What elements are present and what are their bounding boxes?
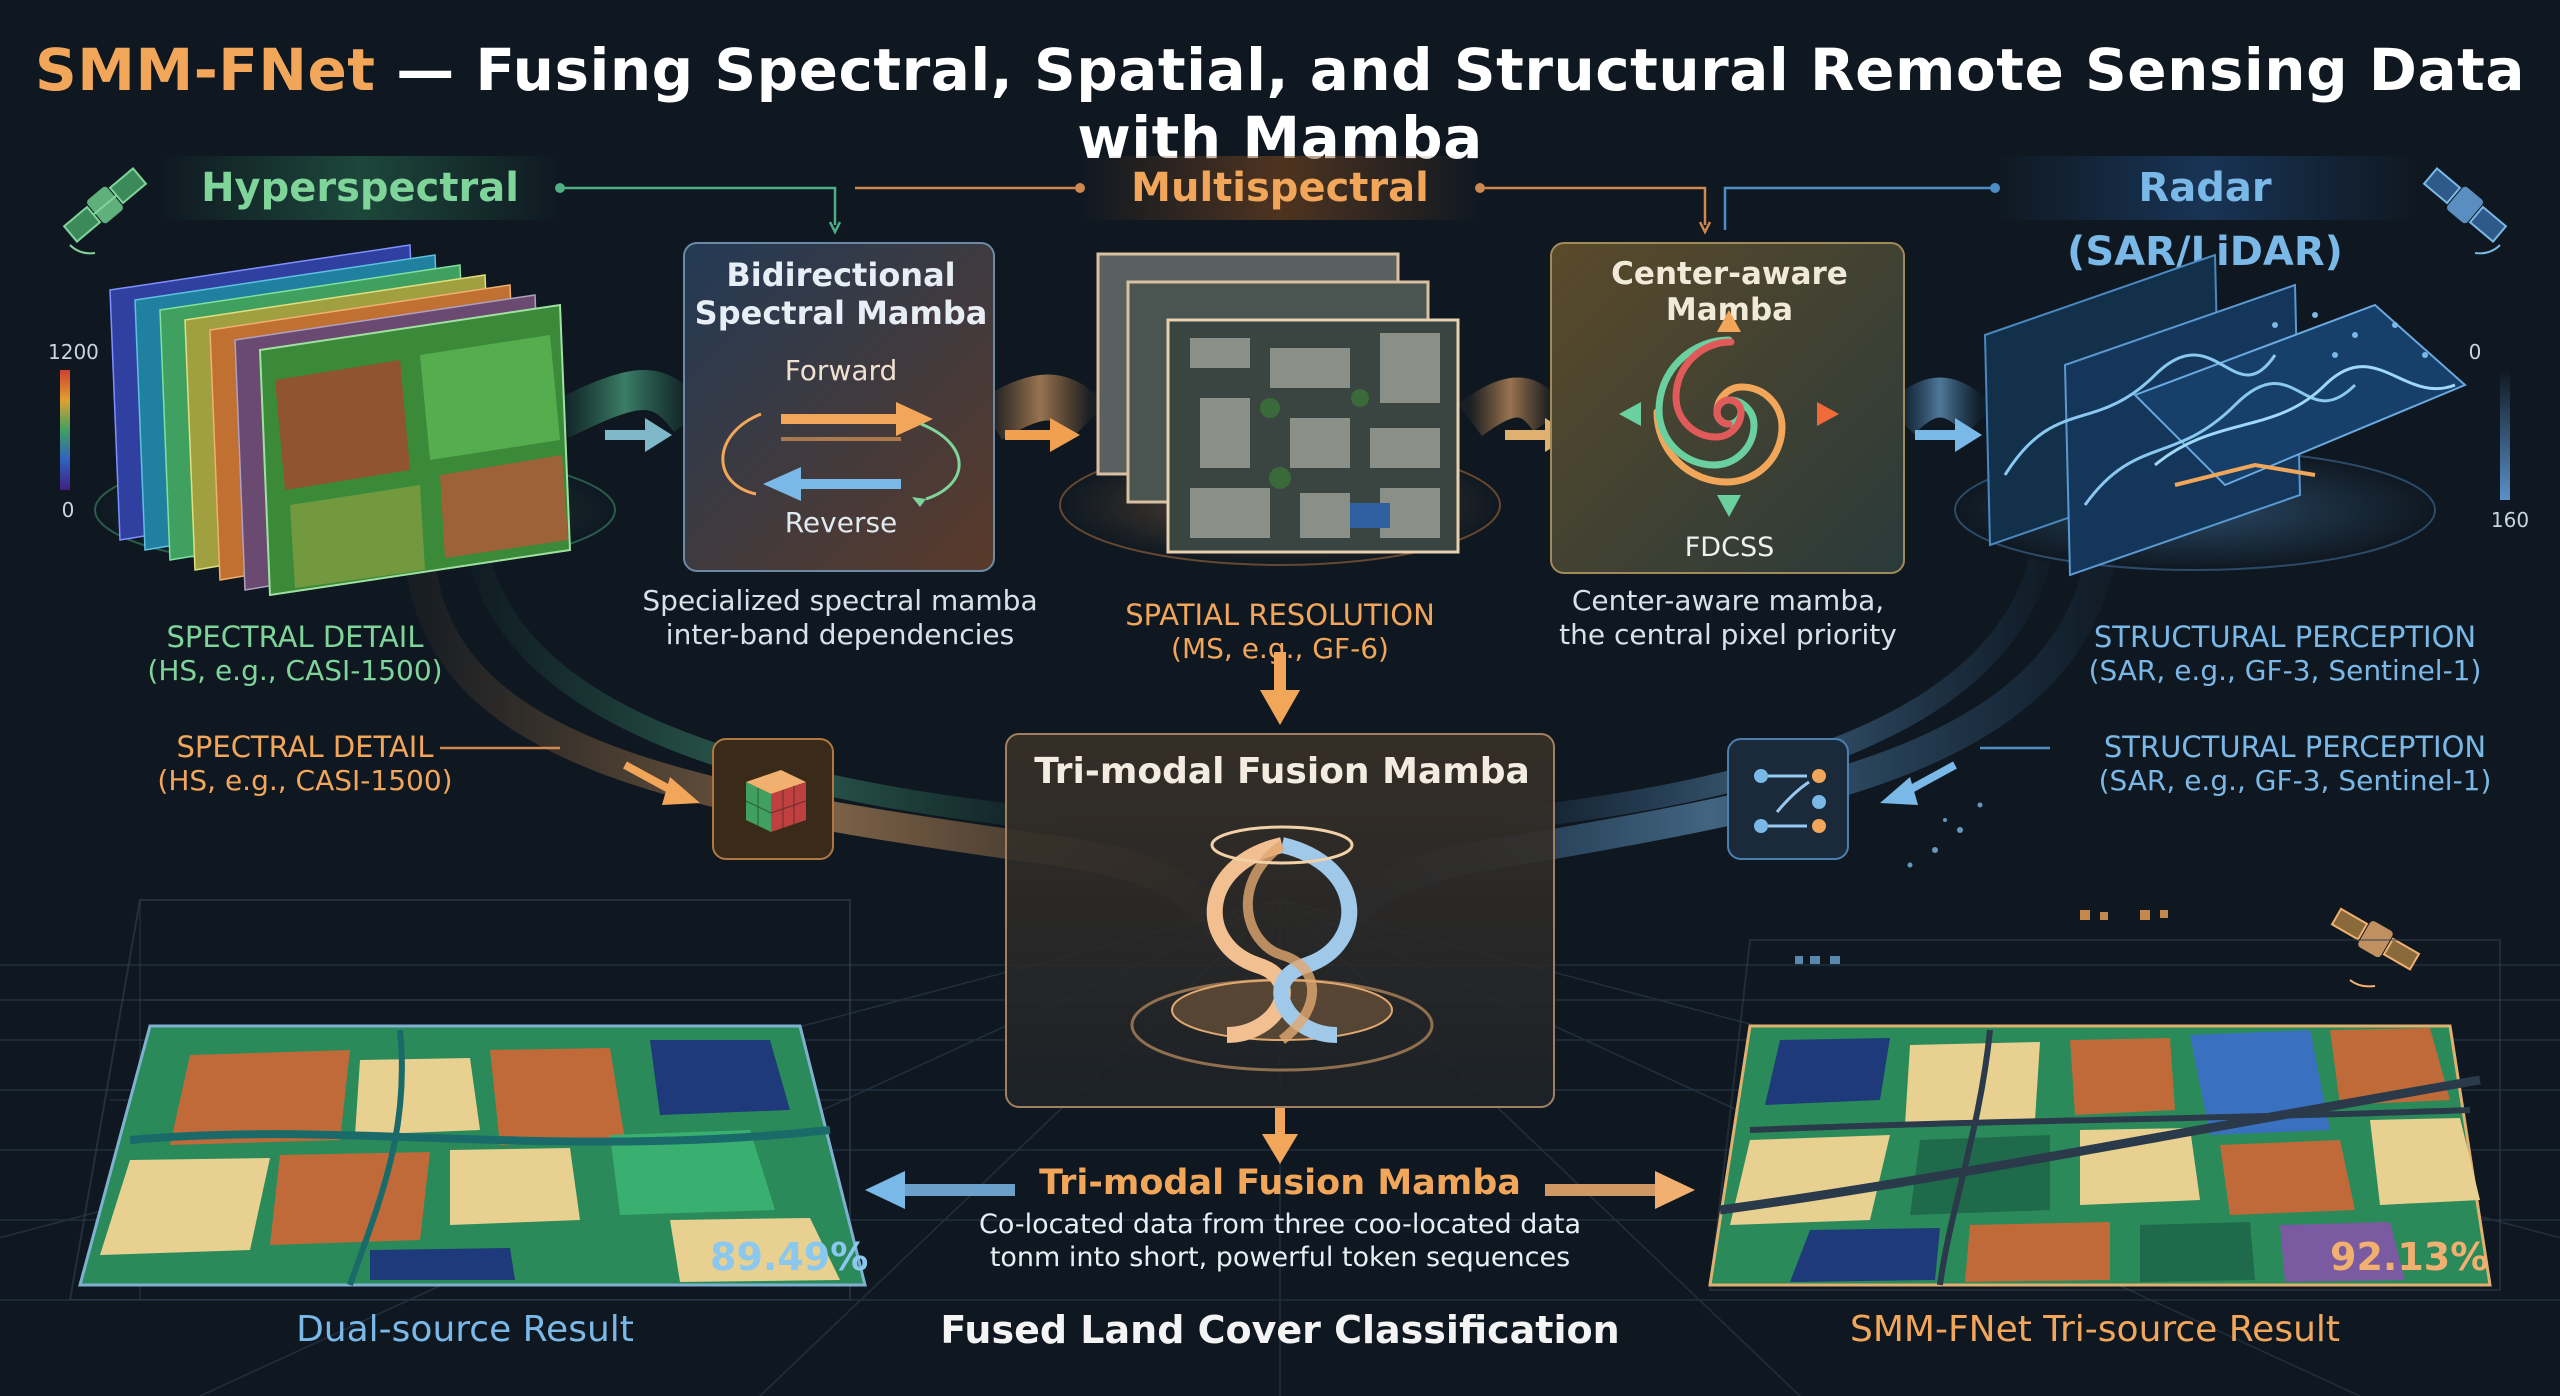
hs-colorbar-min: 0 <box>61 498 75 522</box>
fusion-block: Tri-modal Fusion Mamba <box>1005 733 1555 1108</box>
network-icon <box>1754 769 1826 833</box>
mamba-swirl-icon <box>1130 825 1434 1072</box>
cube-icon <box>745 770 807 832</box>
chip-radar: Radar (SAR/LiDAR) <box>1995 156 2415 275</box>
arrow-icon <box>623 761 700 805</box>
tri-source-accuracy: 92.13% <box>2330 1235 2489 1279</box>
hs-token-node <box>712 738 834 860</box>
radar-colorbar-bottom: 160 <box>2490 508 2530 532</box>
structural-perception-sub: (SAR, e.g., GF-3, Sentinel-1) <box>2088 654 2482 687</box>
tri-source-map <box>1708 910 2501 1291</box>
arrow-left-icon <box>865 1171 1015 1209</box>
chip-multispectral: Multispectral <box>1080 156 1480 220</box>
radar-colorbar-top: 0 <box>2468 340 2482 364</box>
bsm-card: Bidirectional Spectral Mamba Forward Rev… <box>683 242 995 572</box>
fusion-desc-line2: tonm into short, powerful token sequence… <box>989 1242 1571 1273</box>
arrow-right-icon <box>1545 1171 1695 1209</box>
radar-colorbar <box>2500 370 2510 500</box>
arrow-down-icon <box>1260 652 1300 725</box>
satellite-icon <box>62 167 148 255</box>
arrow-down-icon <box>1262 1108 1298 1164</box>
bsm-caption-line2: inter-band dependencies <box>665 618 1015 651</box>
bsm-forward-label: Forward <box>784 354 898 387</box>
multispectral-image-stack <box>1096 252 1460 554</box>
cam-caption-line2: the central pixel priority <box>1559 618 1897 651</box>
dual-source-map <box>68 899 867 1300</box>
bsm-title-line2: Spectral Mamba <box>694 294 988 332</box>
structural-perception-label: STRUCTURAL PERCEPTION <box>2093 620 2477 654</box>
spectral-detail-label: SPECTRAL DETAIL <box>166 620 424 654</box>
cam-caption: Center-aware mamba, the central pixel pr… <box>1528 584 1928 652</box>
dual-source-accuracy: 89.49% <box>710 1235 869 1279</box>
title-accent: SMM-FNet <box>35 36 376 104</box>
fusion-description: Co-located data from three coo-located d… <box>880 1208 1680 1274</box>
spectral-detail-sub: (HS, e.g., CASI-1500) <box>147 654 443 687</box>
fused-classification-label: Fused Land Cover Classification <box>940 1308 1620 1352</box>
page-title: SMM-FNet — Fusing Spectral, Spatial, and… <box>0 36 2560 172</box>
hs-colorbar <box>60 370 70 490</box>
bsm-title-line1: Bidirectional <box>726 256 956 294</box>
arrow-icon <box>1880 761 1957 805</box>
spiral-icon <box>1619 310 1839 517</box>
bidirectional-arrows-icon <box>721 402 961 507</box>
cam-fdcss-label: FDCSS <box>1684 532 1775 563</box>
radar-point-cloud-stack <box>1983 253 2467 577</box>
spatial-resolution-label: SPATIAL RESOLUTION <box>1125 598 1435 632</box>
structural-perception-label-2: STRUCTURAL PERCEPTION <box>2103 730 2487 764</box>
satellite-icon <box>2422 167 2508 255</box>
cam-title: Center-aware Mamba <box>1611 256 1848 328</box>
arrow-right-icon <box>605 418 672 452</box>
fusion-title: Tri-modal Fusion Mamba <box>1034 751 1530 792</box>
arrow-right-icon <box>1915 418 1982 452</box>
spectral-detail-label-2: SPECTRAL DETAIL <box>176 730 434 764</box>
fusion-bottom-title: Tri-modal Fusion Mamba <box>1039 1163 1521 1203</box>
dual-source-label: Dual-source Result <box>296 1309 634 1350</box>
cam-card: Center-aware Mamba FDCSS <box>1550 242 1905 574</box>
bsm-caption-line1: Specialized spectral mamba <box>642 584 1038 617</box>
fusion-desc-line1: Co-located data from three coo-located d… <box>978 1209 1582 1240</box>
structural-perception-sub-2: (SAR, e.g., GF-3, Sentinel-1) <box>2098 764 2492 797</box>
chip-hyperspectral: Hyperspectral <box>160 156 560 220</box>
cam-caption-line1: Center-aware mamba, <box>1571 584 1885 617</box>
bsm-caption: Specialized spectral mamba inter-band de… <box>640 584 1040 652</box>
spectral-detail-sub-2: (HS, e.g., CASI-1500) <box>157 764 453 797</box>
title-rest: — Fusing Spectral, Spatial, and Structur… <box>375 36 2525 172</box>
bsm-reverse-label: Reverse <box>784 506 898 539</box>
arrow-right-icon <box>1005 418 1080 452</box>
hyperspectral-cube-stack <box>109 244 572 597</box>
bsm-title: Bidirectional Spectral Mamba <box>685 256 997 332</box>
tri-source-label: SMM-FNet Tri-source Result <box>1849 1309 2341 1350</box>
hs-colorbar-max: 1200 <box>48 340 99 364</box>
radar-token-node <box>1727 738 1849 860</box>
